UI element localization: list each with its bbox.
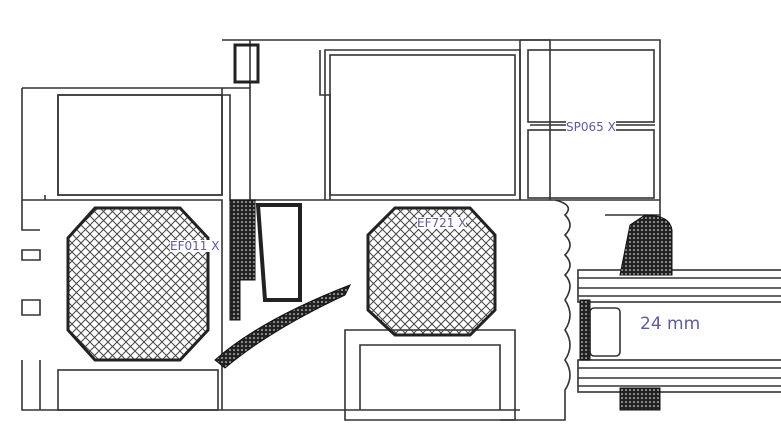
gasket-center-2 — [255, 203, 302, 302]
left-upper-chamber — [57, 94, 223, 196]
left-lower-chamber — [57, 369, 219, 411]
insulation-left — [66, 206, 210, 362]
label-glass-thickness: 24 mm — [640, 314, 701, 334]
right-mid-chamber — [527, 129, 655, 199]
label-sp065: SP065 X — [566, 120, 616, 134]
gasket-sweep — [214, 284, 352, 369]
label-ef011: EF011 X — [170, 239, 220, 253]
middle-frame — [222, 39, 551, 201]
gasket-top-right — [619, 214, 673, 276]
left-sash-frame — [21, 87, 251, 411]
gasket-glass-left — [579, 299, 591, 361]
insulation-right — [366, 206, 497, 337]
right-upper-chamber — [527, 49, 655, 123]
gasket-bottom-right — [619, 387, 661, 411]
middle-lower-frame — [240, 329, 520, 421]
label-ef721: EF721 X — [417, 216, 467, 230]
gasket-top-clip — [233, 43, 260, 84]
middle-upper-chamber — [329, 54, 516, 196]
glazing-bead — [500, 199, 571, 421]
gasket-center — [229, 199, 256, 321]
left-tabs — [21, 200, 41, 316]
